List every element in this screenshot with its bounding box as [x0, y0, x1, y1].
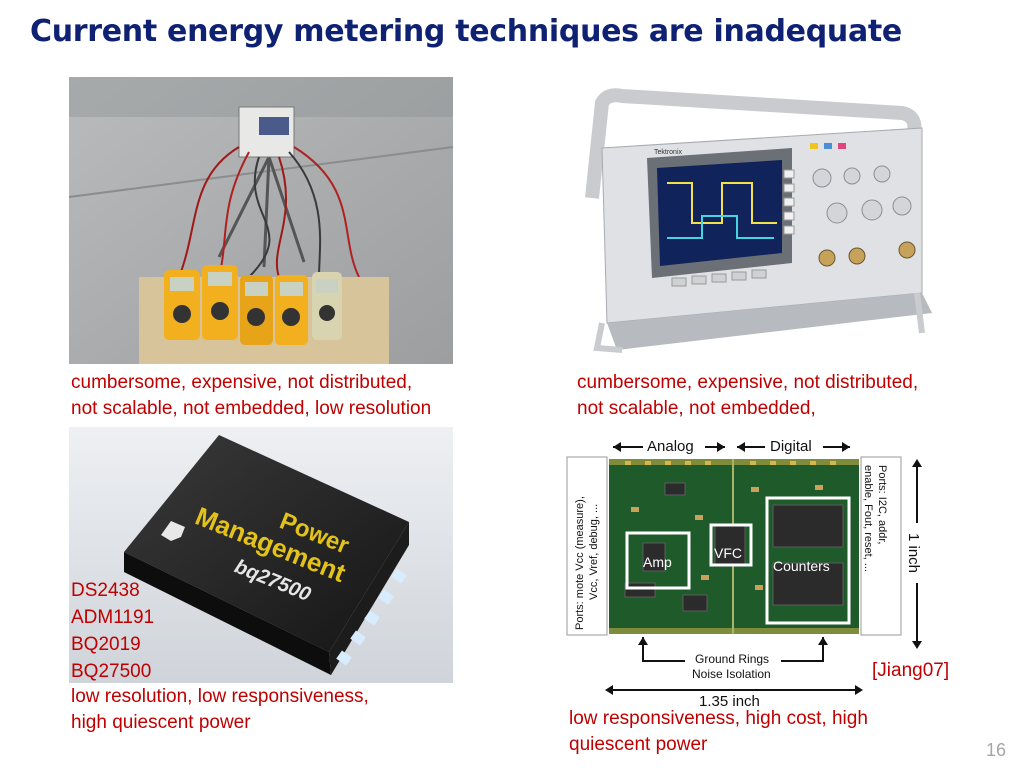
chip-caption: low resolution, low responsiveness, high… — [71, 684, 369, 736]
caption-line: low resolution, low responsiveness, — [71, 686, 369, 707]
caption-line: high quiescent power — [71, 712, 251, 733]
page-number: 16 — [985, 740, 1006, 760]
left-ports-line-2: Vcc, Vref, debug, ... — [588, 504, 600, 600]
oscilloscope-photo: Tektronix — [562, 88, 972, 363]
oscilloscope-caption: cumbersome, expensive, not distributed, … — [577, 370, 918, 422]
amp-label: Amp — [643, 554, 672, 570]
right-ports-line-2: enable, Fout, reset, ... — [862, 465, 874, 572]
chip-photo: Power Management bq27500 — [69, 427, 453, 683]
caption-line: low responsiveness, high cost, high — [569, 708, 868, 729]
right-ports-line-1: Ports: I2C, addr, — [876, 465, 888, 544]
citation: [Jiang07] — [872, 660, 950, 681]
ground-rings-label: Ground Rings — [695, 652, 769, 666]
caption-line: not scalable, not embedded, — [577, 398, 816, 419]
width-label: 1.35 inch — [699, 693, 760, 710]
board-diagram: Analog Digital Ports: mote Vcc (measure)… — [565, 425, 970, 710]
caption-line: cumbersome, expensive, not distributed, — [577, 372, 919, 393]
analog-label: Analog — [647, 438, 694, 455]
digital-label: Digital — [770, 438, 812, 455]
board-caption: low responsiveness, high cost, high quie… — [569, 706, 868, 758]
left-ports-line-1: Ports: mote Vcc (measure), — [574, 496, 586, 630]
chip-part-list: DS2438 ADM1191 BQ2019 BQ27500 — [71, 577, 154, 685]
multimeters-caption: cumbersome, expensive, not distributed, … — [71, 370, 431, 422]
counters-label: Counters — [773, 558, 830, 574]
part-name: BQ2019 — [71, 634, 141, 655]
brand-label: Tektronix — [654, 149, 683, 156]
caption-line: not scalable, not embedded, low resoluti… — [71, 398, 432, 419]
multimeters-photo — [69, 77, 453, 364]
vfc-label: VFC — [714, 545, 742, 561]
part-name: DS2438 — [71, 580, 140, 601]
part-name: BQ27500 — [71, 661, 152, 682]
part-name: ADM1191 — [71, 607, 155, 628]
caption-line: cumbersome, expensive, not distributed, — [71, 372, 413, 393]
slide-title: Current energy metering techniques are i… — [30, 14, 902, 49]
noise-isolation-label: Noise Isolation — [692, 667, 771, 681]
caption-line: quiescent power — [569, 734, 708, 755]
height-label: 1 inch — [905, 533, 922, 573]
